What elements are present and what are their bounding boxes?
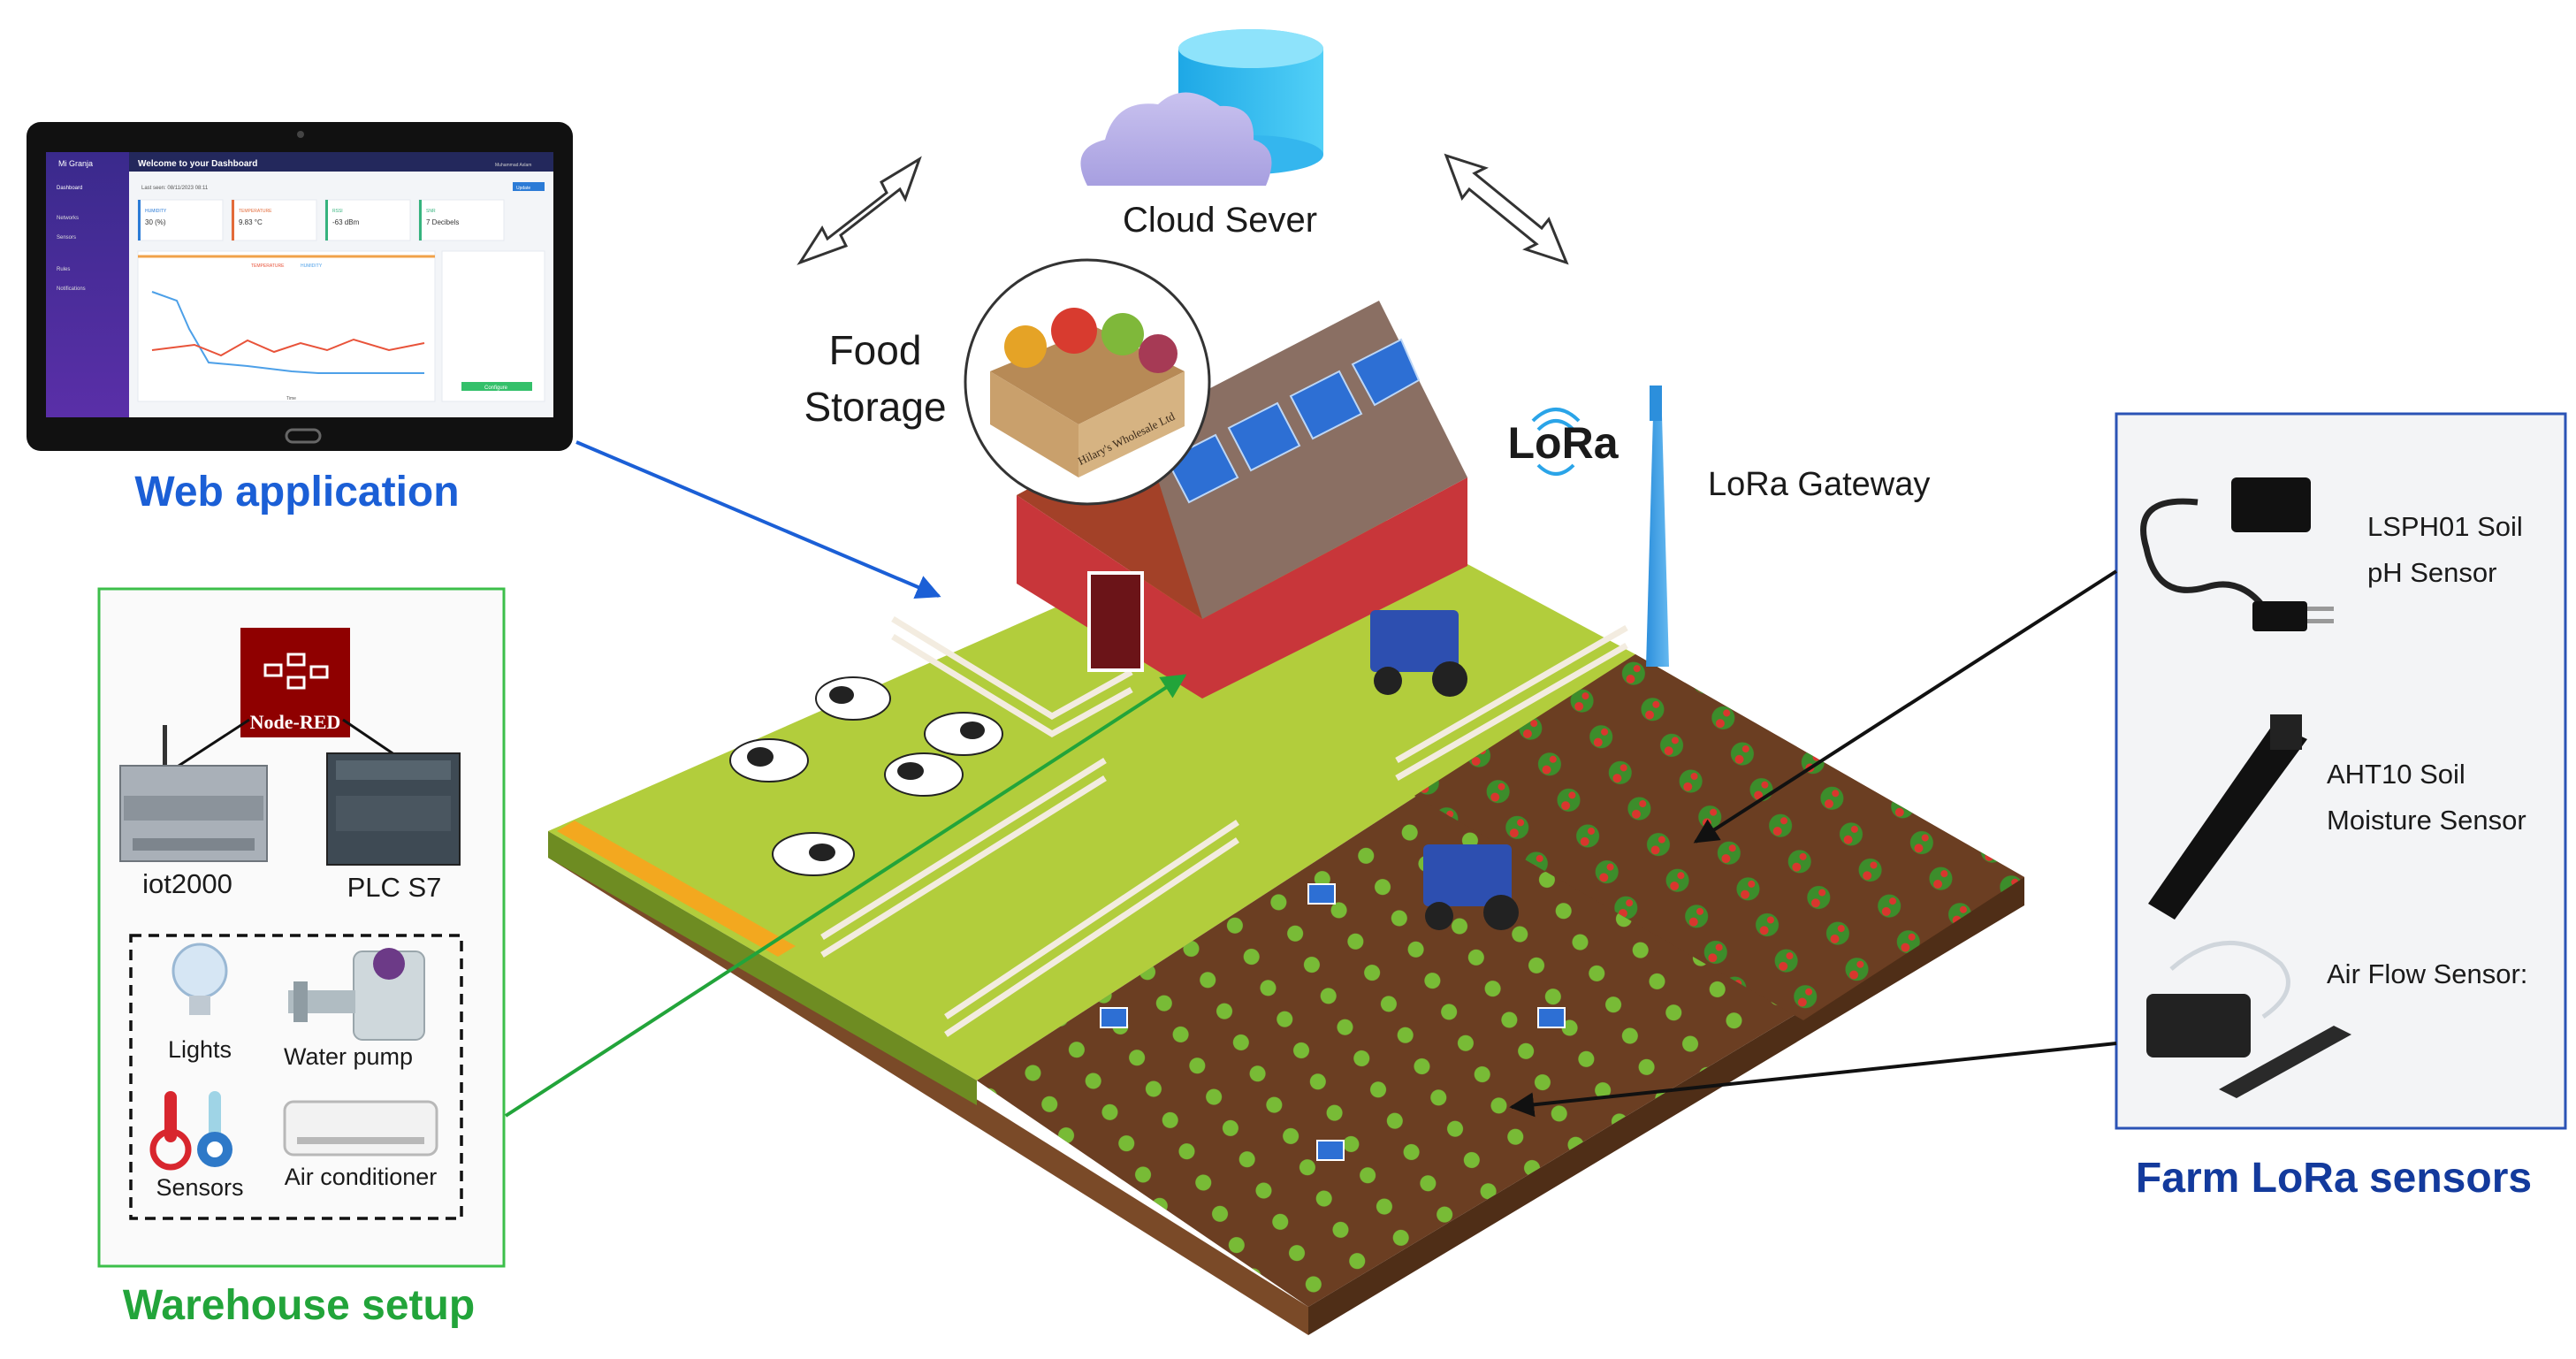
configure-button[interactable]: Configure (484, 386, 508, 391)
update-button[interactable]: Update (516, 186, 530, 191)
air-conditioner-icon (283, 1100, 438, 1157)
lights-label: Lights (168, 1036, 232, 1063)
sensor2-line1: AHT10 Soil (2327, 759, 2465, 790)
warehouse-panel (97, 587, 506, 1268)
sensor1-line1: LSPH01 Soil (2367, 511, 2523, 542)
card-label-0: HUMIDITY (145, 209, 167, 214)
web-to-barn-arrow (575, 440, 941, 599)
tablet-dashboard (27, 122, 573, 451)
sensors-label: Sensors (156, 1174, 243, 1201)
food-storage-label-line1: Food (829, 327, 922, 373)
light-bulb-icon (171, 943, 228, 1015)
sensor2-line2: Moisture Sensor (2327, 805, 2526, 836)
dashboard-last-seen: Last seen: 08/11/2023 08:11 (141, 186, 209, 191)
airflow-sensor-arrow (1509, 1042, 2117, 1118)
web-application-title: Web application (134, 469, 459, 515)
dashboard-menu-0[interactable]: Dashboard (57, 186, 82, 191)
dashboard-menu-1[interactable]: Networks (57, 216, 79, 221)
left-bidirectional-arrow (796, 156, 922, 265)
water-pump-icon (288, 948, 425, 1041)
food-storage-label-line2: Storage (804, 384, 946, 430)
wireless-signal-icon (1531, 408, 1581, 476)
sensor3-label: Air Flow Sensor: (2327, 958, 2527, 989)
card-value-3: 7 Decibels (426, 218, 459, 226)
cloud-server-label: Cloud Sever (1123, 201, 1317, 240)
thermometer-icon (149, 1091, 232, 1171)
farm-lora-sensors-title: Farm LoRa sensors (2136, 1155, 2532, 1202)
dashboard-user: Muhammad Aslam (495, 163, 531, 168)
sensor1-line2: pH Sensor (2367, 557, 2496, 588)
plc-label: PLC S7 (347, 872, 442, 903)
lora-logo: LoRa (1508, 418, 1620, 468)
chart-xlabel: Time (286, 396, 296, 401)
card-value-2: -63 dBm (332, 218, 360, 226)
farm-scene (548, 301, 2024, 1335)
card-label-1: TEMPERATURE (239, 209, 272, 214)
chart-legend-0: TEMPERATURE (251, 263, 285, 269)
dashboard-menu-2[interactable]: Sensors (57, 235, 76, 240)
dashboard-sidebar (46, 152, 129, 417)
dashboard-menu-4[interactable]: Notifications (57, 286, 86, 292)
farm-sensor-panel (2115, 412, 2567, 1130)
air-conditioner-label: Air conditioner (285, 1164, 438, 1190)
warehouse-to-barn-arrow (504, 674, 1187, 1118)
cloud-server-icon (1080, 29, 1323, 186)
lora-gateway-label: LoRa Gateway (1708, 466, 1930, 503)
food-crate-icon (964, 258, 1211, 506)
card-value-0: 30 (%) (145, 218, 166, 226)
node-red-label: Node-RED (250, 711, 341, 733)
dashboard-brand: Mi Granja (58, 159, 93, 168)
dashboard-menu-3[interactable]: Rules (57, 267, 70, 272)
chart-legend-1: HUMIDITY (301, 263, 323, 269)
warehouse-setup-title: Warehouse setup (123, 1282, 475, 1329)
ph-sensor-arrow (1693, 569, 2118, 844)
water-pump-label: Water pump (284, 1043, 413, 1070)
card-label-2: RSSI (332, 209, 343, 214)
dashboard-header: Welcome to your Dashboard (138, 159, 257, 169)
card-value-1: 9.83 °C (239, 218, 263, 226)
card-label-3: SNR (426, 209, 436, 214)
right-bidirectional-arrow (1444, 153, 1569, 265)
iot2000-label: iot2000 (142, 868, 232, 899)
lora-gateway-tower-icon (1646, 386, 1669, 667)
